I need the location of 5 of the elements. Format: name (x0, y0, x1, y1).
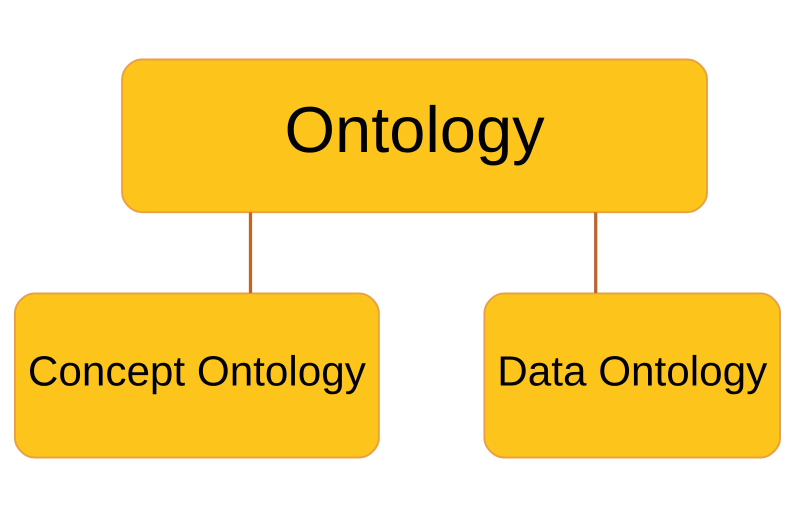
connector (594, 212, 598, 293)
connector (248, 212, 252, 293)
node-box: Data Ontology (483, 292, 782, 458)
node-box: Ontology (121, 58, 708, 213)
node-box: Concept Ontology (14, 292, 380, 458)
